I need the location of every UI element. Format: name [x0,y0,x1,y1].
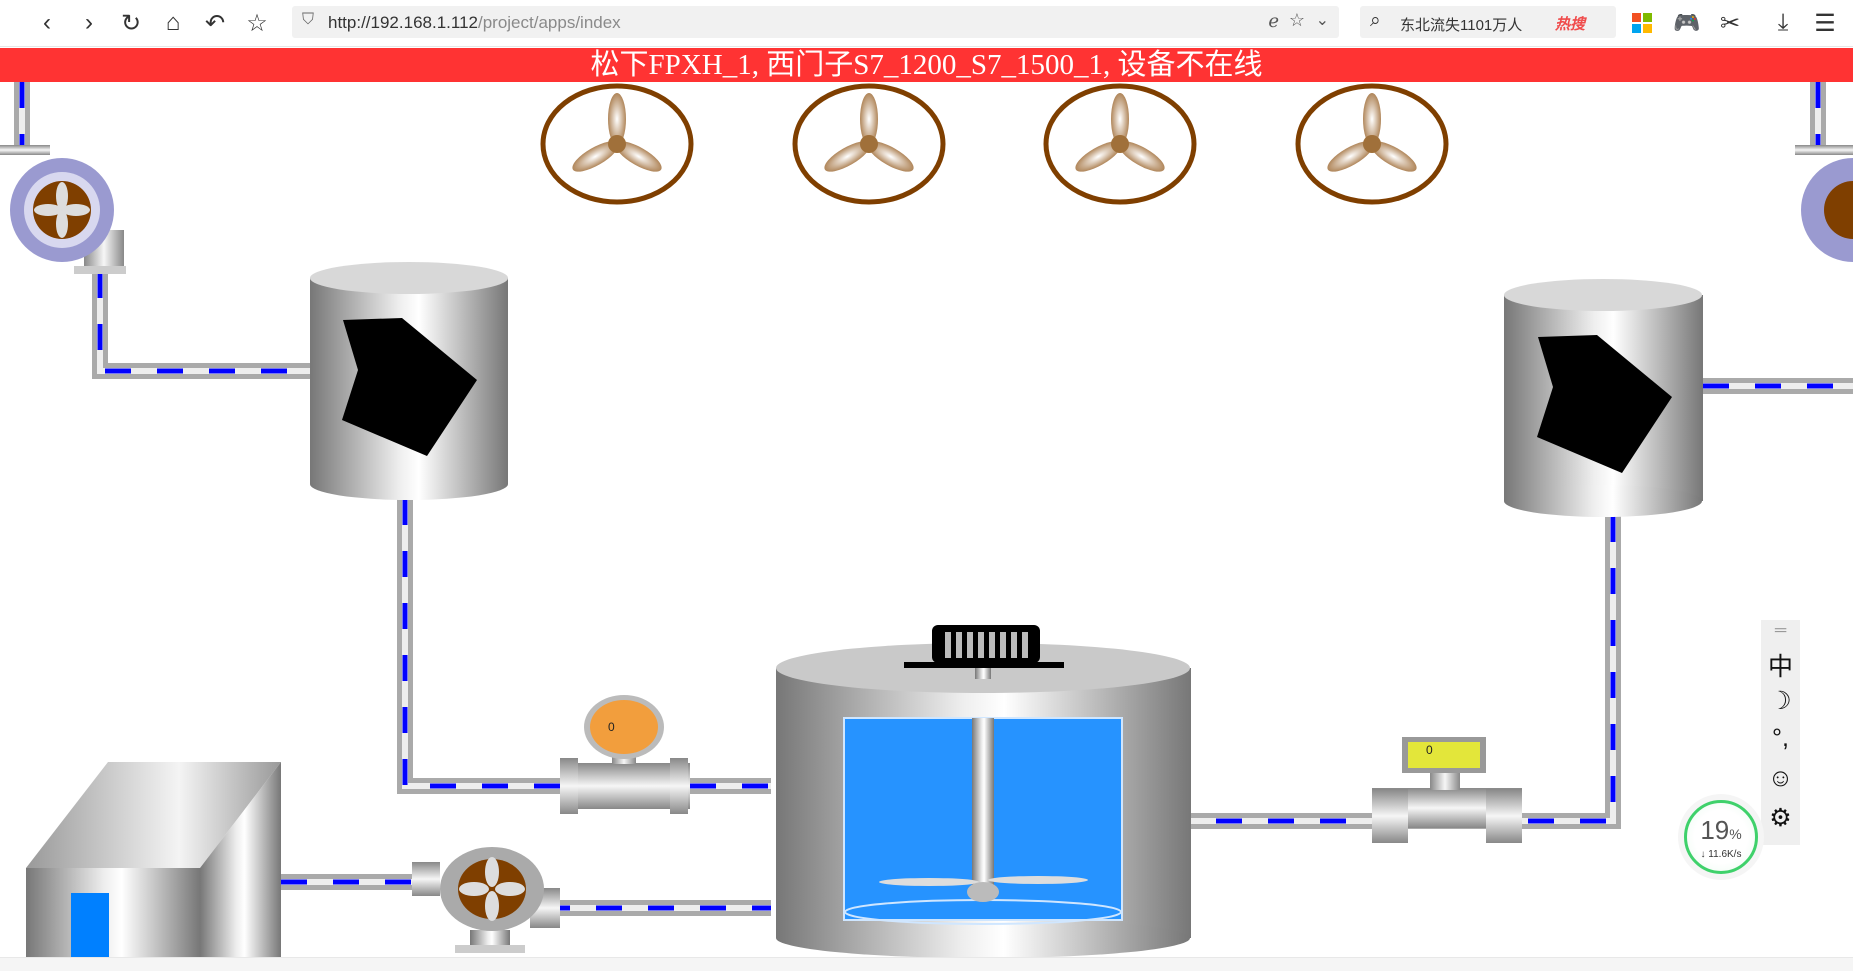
fan-icon [792,83,946,205]
flow-meter-value: 0 [608,720,615,734]
hopper-tank-right [1504,279,1703,517]
game-icon[interactable]: 🎮 [1673,10,1701,35]
shield-icon: ⛉ [302,11,315,28]
motor-fin [978,632,984,658]
scissors-icon[interactable]: ✂ [1719,9,1741,37]
menu-icon[interactable]: ☰ [1814,9,1836,37]
flow-meter [560,695,690,814]
download-icon[interactable]: ⤓ [1777,9,1789,36]
fan-icon [1295,83,1449,205]
reload-icon[interactable]: ↻ [120,9,142,37]
home-icon[interactable]: ⌂ [165,9,181,36]
feeder-box [26,762,281,958]
ime-toolbar: ═ 中 ☽ °, ☺ ⚙ [1761,620,1800,845]
hot-badge: 热搜 [1555,16,1586,33]
motor-fin [1022,632,1028,658]
net-rate: ↓ 11.6K/s [1700,849,1742,860]
net-percent: 19 [1700,815,1730,845]
browser-status-bar [0,957,1853,971]
fan-icon [540,83,694,205]
back-icon[interactable]: ‹ [43,9,51,36]
star-icon[interactable]: ☆ [1288,10,1305,30]
chevron-down-icon[interactable]: ⌄ [1315,12,1329,29]
pump-bottom [412,847,560,953]
search-text: 东北流失1101万人 [1400,17,1523,34]
drag-handle-icon[interactable]: ═ [1774,622,1787,639]
network-speed-widget[interactable]: 19% ↓ 11.6K/s [1684,800,1758,874]
motor-fin [956,632,962,658]
fan-icon [1043,83,1197,205]
url-path: /project/apps/index [477,13,621,32]
moon-icon[interactable]: ☽ [1769,687,1792,715]
undo-icon[interactable]: ↶ [204,9,226,37]
search-icon: ⌕ [1370,10,1381,31]
hopper-tank-left [310,262,508,500]
pump-top-right [1795,145,1853,262]
fans [540,83,1449,205]
forward-icon[interactable]: › [85,9,93,36]
address-bar[interactable]: ⛉ http://192.168.1.112/project/apps/inde… [292,6,1339,38]
offline-banner: 松下FPXH_1, 西门子S7_1200_S7_1500_1, 设备不在线 [0,48,1853,82]
level-meter [1372,737,1522,843]
compat-icon[interactable]: ℯ [1268,11,1279,31]
url-text[interactable]: http://192.168.1.112/project/apps/index [328,13,621,33]
motor-fin [989,632,995,658]
apps-icon[interactable] [1627,8,1657,38]
ime-chinese-button[interactable]: 中 [1767,653,1793,681]
motor-fin [945,632,951,658]
search-box[interactable]: ⌕ 东北流失1101万人 热搜 [1360,6,1616,38]
motor-fin [1000,632,1006,658]
browser-toolbar: ‹ › ↻ ⌂ ↶ ☆ ⛉ http://192.168.1.112/proje… [0,0,1853,47]
mixing-tank [776,625,1191,958]
gear-icon[interactable]: ⚙ [1769,804,1792,832]
motor-fin [967,632,973,658]
level-meter-value: 0 [1426,743,1433,757]
motor-fin [1011,632,1017,658]
emoji-icon[interactable]: ☺ [1767,764,1794,792]
net-percent-unit: % [1729,826,1742,842]
punctuation-icon[interactable]: °, [1772,724,1789,752]
favorite-icon[interactable]: ☆ [246,9,268,37]
url-host: http://192.168.1.112 [328,13,478,32]
pump-top-left [0,145,126,274]
